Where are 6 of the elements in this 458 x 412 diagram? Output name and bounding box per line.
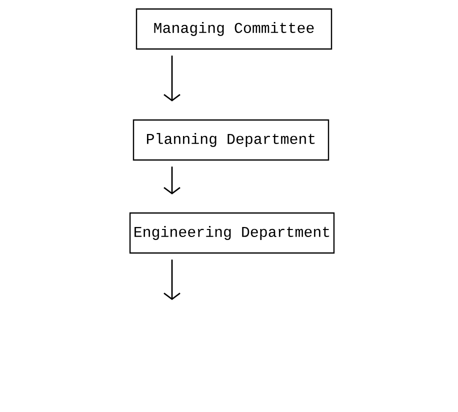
arrow (164, 56, 180, 102)
arrow (164, 166, 180, 194)
process-box: Managing Committee (136, 8, 332, 50)
process-box: Planning Department (132, 119, 330, 161)
arrow (164, 260, 180, 300)
process-box: Engineering Department (129, 212, 335, 254)
